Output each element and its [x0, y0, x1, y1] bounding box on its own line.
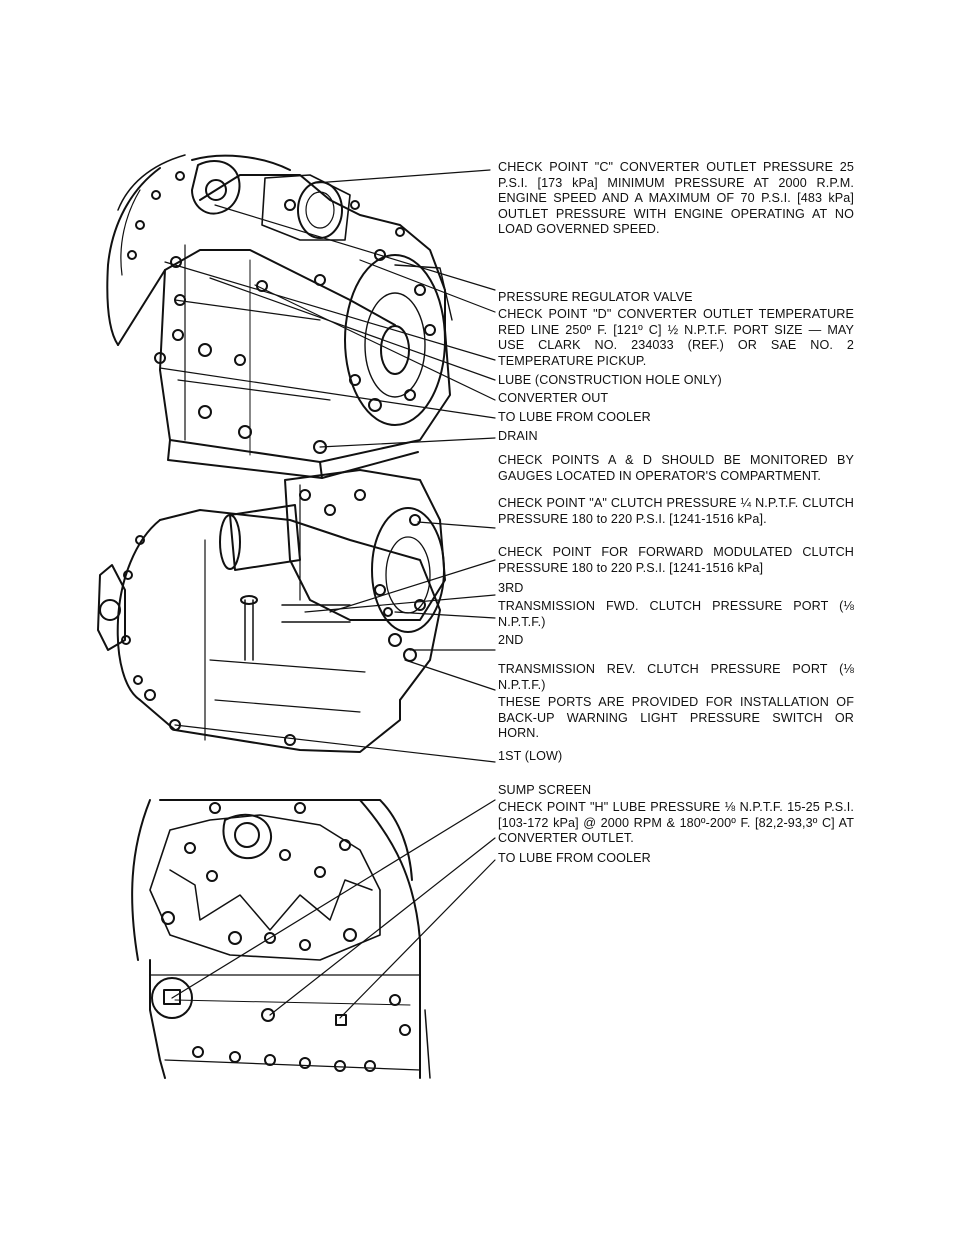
- label-forward-modulated: CHECK POINT FOR FORWARD MODULATED CLUTCH…: [498, 545, 854, 575]
- label-to-lube-from-cooler-2: TO LUBE FROM COOLER: [498, 851, 651, 865]
- label-check-point-a: CHECK POINT "A" CLUTCH PRESSURE ¼ N.P.T.…: [498, 496, 854, 526]
- label-pressure-regulator-valve: PRESSURE REGULATOR VALVE: [498, 290, 693, 304]
- label-2nd: 2ND: [498, 633, 524, 647]
- leader-lines: [159, 169, 496, 1019]
- label-drain: DRAIN: [498, 429, 538, 443]
- label-sump-screen: SUMP SCREEN: [498, 783, 592, 797]
- label-to-lube-from-cooler: TO LUBE FROM COOLER: [498, 410, 651, 424]
- bottom-transmission-view: [131, 799, 431, 1079]
- label-check-point-c: CHECK POINT "C" CONVERTER OUTLET PRESSUR…: [498, 160, 854, 237]
- label-backup-note: THESE PORTS ARE PROVIDED FOR INSTALLATIO…: [498, 695, 854, 741]
- label-1st-low: 1ST (LOW): [498, 749, 563, 763]
- label-rev-clutch-port: TRANSMISSION REV. CLUTCH PRESSURE PORT (…: [498, 662, 854, 692]
- label-check-point-h: CHECK POINT "H" LUBE PRESSURE ⅛ N.P.T.F.…: [498, 800, 854, 846]
- top-transmission-view: [106, 154, 453, 479]
- label-check-point-d: CHECK POINT "D" CONVERTER OUTLET TEMPERA…: [498, 307, 854, 368]
- label-monitor-note: CHECK POINTS A & D SHOULD BE MONITORED B…: [498, 453, 854, 483]
- label-3rd: 3RD: [498, 581, 524, 595]
- label-fwd-clutch-port: TRANSMISSION FWD. CLUTCH PRESSURE PORT (…: [498, 599, 854, 629]
- label-lube-construction-hole: LUBE (CONSTRUCTION HOLE ONLY): [498, 373, 722, 387]
- label-converter-out: CONVERTER OUT: [498, 391, 609, 405]
- middle-transmission-view: [97, 469, 446, 753]
